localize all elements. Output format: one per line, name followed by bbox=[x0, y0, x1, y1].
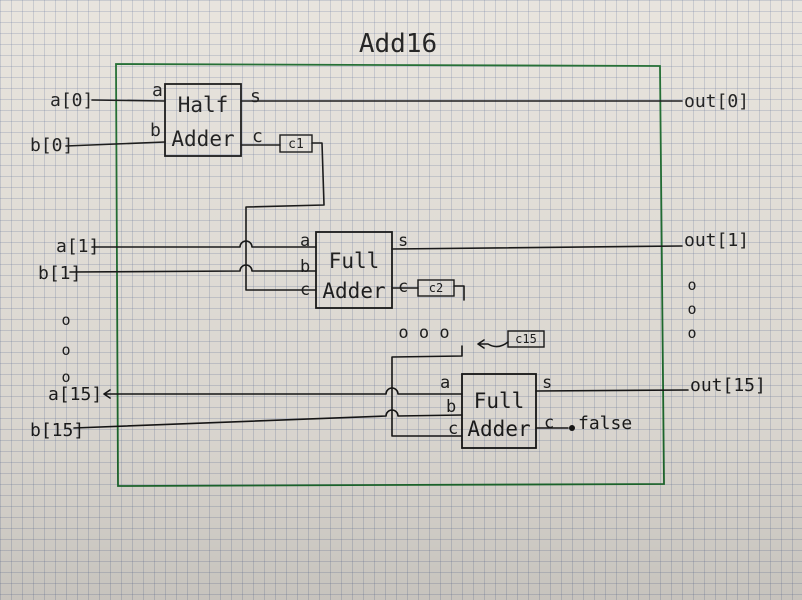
input-a0-label: a[0] bbox=[50, 90, 93, 111]
diagram-title: Add16 bbox=[359, 29, 437, 59]
half-adder-port-c: c bbox=[252, 126, 263, 147]
carry-c1-label: c1 bbox=[288, 137, 304, 152]
half-adder-port-b: b bbox=[150, 120, 161, 141]
full-adder-1-port-c: c bbox=[398, 277, 408, 297]
full-adder-15-port-b: b bbox=[446, 397, 456, 417]
wire-c15-route bbox=[391, 345, 463, 437]
carry-out-dot bbox=[569, 425, 575, 431]
wire-a1 bbox=[91, 240, 317, 248]
wire-out15 bbox=[535, 389, 689, 392]
half-adder-port-a: a bbox=[152, 80, 163, 101]
carry-out-label: false bbox=[578, 413, 632, 434]
wire-c1-route bbox=[245, 142, 325, 291]
full-adder-15-box bbox=[461, 373, 537, 449]
output-out0-label: out[0] bbox=[684, 91, 749, 112]
wire-b15 bbox=[73, 409, 463, 429]
outputs-ellipsis-1: o bbox=[687, 276, 696, 294]
input-b0-label: b[0] bbox=[30, 135, 73, 156]
output-out1-label: out[1] bbox=[684, 230, 749, 251]
full-adder-15-port-s: s bbox=[542, 373, 552, 393]
outputs-ellipsis-2: o bbox=[687, 300, 696, 318]
wire-b0 bbox=[65, 141, 166, 147]
carry-tag-c15 bbox=[507, 330, 545, 348]
inputs-ellipsis-3: o bbox=[61, 368, 70, 386]
full-adder-1-port-cin: c bbox=[300, 280, 310, 300]
full-adder-15-port-a: a bbox=[440, 373, 450, 393]
wire-b1 bbox=[69, 264, 317, 273]
full-adder-1-label-line2: Adder bbox=[322, 279, 385, 303]
c15-arrow bbox=[477, 339, 509, 349]
output-out15-label: out[15] bbox=[690, 375, 766, 396]
carry-c15-label: c15 bbox=[515, 332, 537, 346]
wire-out1 bbox=[391, 245, 683, 250]
carry-c2-label: c2 bbox=[429, 281, 443, 295]
input-b15-label: b[15] bbox=[30, 420, 84, 441]
full-adder-1-port-b: b bbox=[300, 257, 310, 277]
wire-a0 bbox=[91, 99, 166, 102]
full-adder-1-port-a: a bbox=[300, 231, 310, 251]
half-adder-label-line1: Half bbox=[178, 93, 229, 117]
full-adder-1-label-line1: Full bbox=[329, 249, 380, 273]
inputs-ellipsis-1: o bbox=[61, 311, 70, 329]
chip-boundary bbox=[115, 63, 665, 487]
full-adder-1-port-s: s bbox=[398, 231, 408, 251]
half-adder-label-line2: Adder bbox=[171, 127, 234, 151]
carry-tag-c2 bbox=[417, 279, 455, 297]
full-adder-1-box bbox=[315, 231, 393, 309]
half-adder-port-s: s bbox=[250, 86, 261, 107]
outputs-ellipsis-3: o bbox=[687, 324, 696, 342]
stages-ellipsis: o o o bbox=[398, 323, 449, 343]
input-a15-label: a[15] bbox=[48, 384, 102, 405]
inputs-ellipsis-2: o bbox=[61, 341, 70, 359]
input-b1-label: b[1] bbox=[38, 263, 81, 284]
full-adder-15-label-line1: Full bbox=[474, 389, 525, 413]
full-adder-15-label-line2: Adder bbox=[467, 417, 530, 441]
wire-c2-stub bbox=[453, 285, 465, 301]
full-adder-15-port-c: c bbox=[544, 413, 554, 433]
input-a1-label: a[1] bbox=[56, 236, 99, 257]
full-adder-15-port-cin: c bbox=[448, 419, 458, 439]
half-adder-box bbox=[164, 83, 242, 157]
wire-a15 bbox=[103, 387, 463, 399]
